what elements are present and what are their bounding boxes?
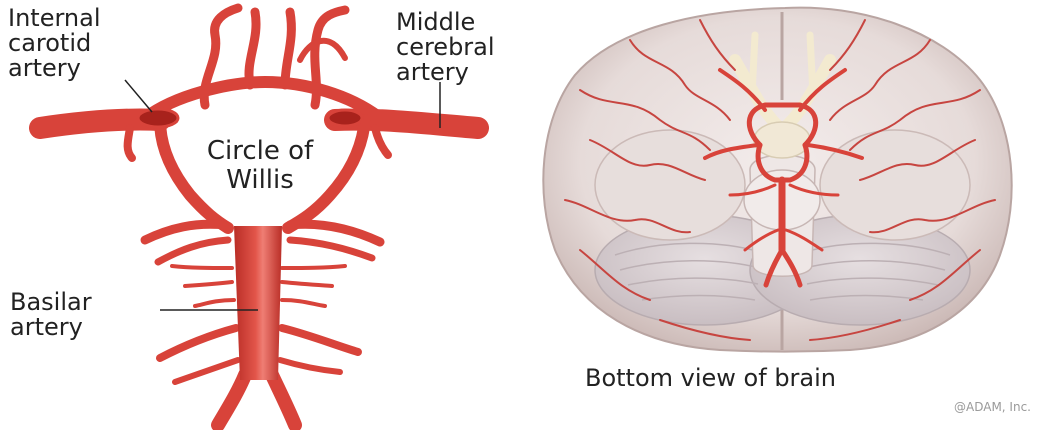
anterior-branch-right-inner [285,12,291,85]
pontine-left-1 [172,266,232,268]
carotid-cut-left [138,109,178,127]
credit-adam: @ADAM, Inc. [954,400,1031,414]
label-circle-of-willis: Circle of Willis [175,137,345,195]
leader-internal-carotid [125,80,152,112]
anterior-branch-right-small [300,41,345,60]
label-internal-carotid: Internal carotid artery [8,6,101,81]
inferior-cerebellar-left [160,328,236,358]
pontine-left-2 [185,282,232,286]
carotid-cut-right [328,110,362,126]
superior-cerebellar-left [158,240,228,262]
lower-branch-right [280,360,340,372]
pituitary-region [754,122,810,158]
superior-cerebellar-right [290,240,372,258]
vertebral-left [218,375,245,425]
olfactory-tract-left [752,35,755,95]
pontine-right-2 [282,282,332,286]
basilar-trunk [234,226,282,380]
middle-cerebral-right-drop [375,128,388,155]
temporal-lobe-left [595,130,745,240]
anterior-branch-left-inner [249,12,256,85]
temporal-lobe-right [820,130,970,240]
pontine-right-3 [282,300,325,306]
pontine-right-1 [282,266,345,268]
caption-bottom-view: Bottom view of brain [585,364,836,392]
label-basilar: Basilar artery [10,290,92,340]
olfactory-tract-right [810,35,813,95]
posterior-cerebral-left [145,224,225,240]
vertebral-right [272,375,295,425]
brain-bottom-view-illustration [520,0,1039,360]
pontine-left-3 [195,300,234,306]
inferior-cerebellar-right [282,328,358,352]
middle-cerebral-left-drop [128,128,132,158]
lower-branch-left [175,360,238,382]
label-middle-cerebral: Middle cerebral artery [396,10,495,85]
